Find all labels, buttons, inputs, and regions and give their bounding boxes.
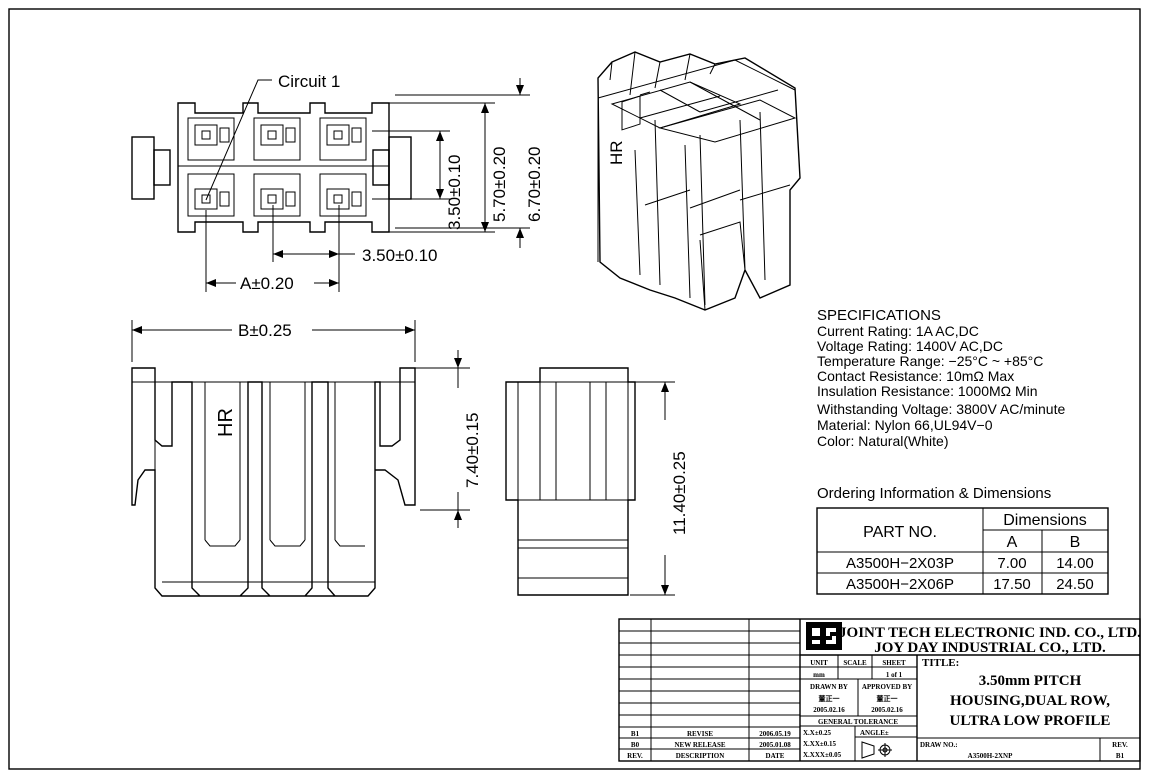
- dim-570: [389, 102, 495, 233]
- side-view: 11.40±0.25: [505, 367, 689, 596]
- isometric-view: HR: [597, 51, 801, 311]
- rev-row-date: 2006.05.19: [759, 730, 791, 738]
- tolerance-3: X.XXX±0.05: [803, 751, 842, 759]
- scale-label: SCALE: [843, 659, 867, 667]
- drawn-by-date: 2005.02.16: [813, 706, 845, 714]
- sheet-value: 1 of 1: [886, 671, 903, 679]
- ordering-col-b: B: [1070, 534, 1081, 551]
- ordering-row-a: 17.50: [993, 576, 1031, 593]
- spec-line: Voltage Rating: 1400V AC,DC: [817, 338, 1003, 354]
- dim-b-label: B±0.25: [238, 321, 292, 340]
- rev-row-desc: REVISE: [687, 730, 713, 738]
- drawing-title-3: ULTRA LOW PROFILE: [950, 713, 1111, 729]
- dim-670: [395, 78, 530, 248]
- ordering-row-part: A3500H−2X06P: [846, 576, 954, 593]
- specifications-heading: SPECIFICATIONS: [817, 307, 941, 324]
- rev-row-rev: B1: [631, 730, 640, 738]
- top-view: Circuit 1 3.50±0.10 5.70±0.20 6.70±0.20: [131, 72, 544, 293]
- dim-a: [205, 210, 340, 292]
- ordering-col-part: PART NO.: [863, 524, 937, 541]
- dim-670-label: 6.70±0.20: [525, 146, 544, 222]
- rev-header-rev: REV.: [627, 752, 643, 760]
- approved-by-label: APPROVED BY: [862, 683, 912, 691]
- side-outline: [505, 367, 636, 596]
- company-logo: [806, 622, 842, 650]
- angle-label: ANGLE±: [860, 729, 889, 737]
- approved-by-name: 董正一: [877, 694, 898, 703]
- dim-a-label: A±0.20: [240, 274, 294, 293]
- dim-pitch-horizontal-label: 3.50±0.10: [362, 246, 438, 265]
- front-view: HR B±0.25 7.40±0.15: [131, 320, 482, 597]
- tolerance-1: X.X±0.25: [803, 729, 831, 737]
- rev-row-rev: B0: [631, 741, 640, 749]
- rev-header-desc: DESCRIPTION: [676, 752, 725, 760]
- iso-top-cavity-row: [610, 81, 742, 129]
- housing-top-outline: [177, 102, 390, 233]
- dim-pitch-vertical: [372, 130, 450, 200]
- ordering-row-b: 24.50: [1056, 576, 1094, 593]
- front-hr-mark: HR: [215, 408, 237, 437]
- rev-row-date: 2005.01.08: [759, 741, 791, 749]
- draw-no-value: A3500H-2XNP: [968, 752, 1013, 760]
- dim-570-label: 5.70±0.20: [490, 146, 509, 222]
- circuit-1-label: Circuit 1: [278, 72, 340, 91]
- iso-outline: [597, 51, 801, 311]
- tolerance-2: X.XX±0.15: [803, 740, 837, 748]
- company-name-2: JOY DAY INDUSTRIAL CO., LTD.: [874, 640, 1106, 656]
- dim-b: [131, 320, 416, 362]
- unit-label: UNIT: [810, 659, 828, 667]
- circuit-1-leader: [205, 79, 272, 201]
- iso-hr-mark: HR: [607, 140, 626, 165]
- right-latch: [388, 136, 412, 200]
- title-block: B1 REVISE 2006.05.19 B0 NEW RELEASE 2005…: [618, 618, 1141, 762]
- right-latch-inner: [372, 149, 390, 186]
- spec-line: Color: Natural(White): [817, 433, 948, 449]
- rev-label: REV.: [1112, 741, 1128, 749]
- spec-line: Current Rating: 1A AC,DC: [817, 323, 979, 339]
- ordering-row-part: A3500H−2X03P: [846, 555, 954, 572]
- ordering-col-dims: Dimensions: [1003, 512, 1087, 529]
- dim-1140: [630, 381, 675, 596]
- approved-by-date: 2005.02.16: [871, 706, 903, 714]
- sheet-border: [8, 8, 1141, 770]
- company-name-1: JOINT TECH ELECTRONIC IND. CO., LTD.: [839, 625, 1141, 641]
- sheet-label: SHEET: [882, 659, 906, 667]
- ordering-row-a: 7.00: [997, 555, 1026, 572]
- dim-1140-label: 11.40±0.25: [670, 451, 689, 535]
- front-outline: [131, 367, 416, 597]
- cavity-grid: [187, 117, 367, 217]
- rev-row-desc: NEW RELEASE: [674, 741, 725, 749]
- spec-line: Insulation Resistance: 1000MΩ Min: [817, 383, 1038, 399]
- left-latch-inner: [153, 149, 171, 186]
- spec-line: Temperature Range: −25°C ~ +85°C: [817, 353, 1043, 369]
- ordering-col-a: A: [1007, 534, 1018, 551]
- projection-symbol-icon: [861, 741, 892, 759]
- drawn-by-label: DRAWN BY: [810, 683, 848, 691]
- title-label: TITLE:: [922, 657, 959, 669]
- ordering-title: Ordering Information & Dimensions: [817, 485, 1051, 502]
- left-latch: [131, 136, 155, 200]
- rev-header-date: DATE: [766, 752, 785, 760]
- dim-740: [405, 350, 470, 528]
- dim-pitch-horizontal: [272, 205, 355, 262]
- dim-740-label: 7.40±0.15: [463, 412, 482, 488]
- dim-pitch-vertical-label: 3.50±0.10: [445, 154, 464, 230]
- unit-value: mm: [813, 671, 825, 679]
- spec-line: Contact Resistance: 10mΩ Max: [817, 368, 1014, 384]
- specifications-block: SPECIFICATIONS Current Rating: 1A AC,DC …: [817, 307, 1065, 449]
- general-tolerance-label: GENERAL TOLERANCE: [818, 718, 898, 726]
- ordering-table: Ordering Information & Dimensions PART N…: [816, 485, 1109, 595]
- ordering-row-b: 14.00: [1056, 555, 1094, 572]
- spec-line: Withstanding Voltage: 3800V AC/minute: [817, 401, 1065, 417]
- spec-line: Material: Nylon 66,UL94V−0: [817, 417, 993, 433]
- rev-value: B1: [1116, 752, 1125, 760]
- drawing-title-1: 3.50mm PITCH: [979, 673, 1082, 689]
- drawing-title-2: HOUSING,DUAL ROW,: [950, 693, 1110, 709]
- drawn-by-name: 董正一: [819, 694, 840, 703]
- draw-no-label: DRAW NO.:: [920, 741, 958, 749]
